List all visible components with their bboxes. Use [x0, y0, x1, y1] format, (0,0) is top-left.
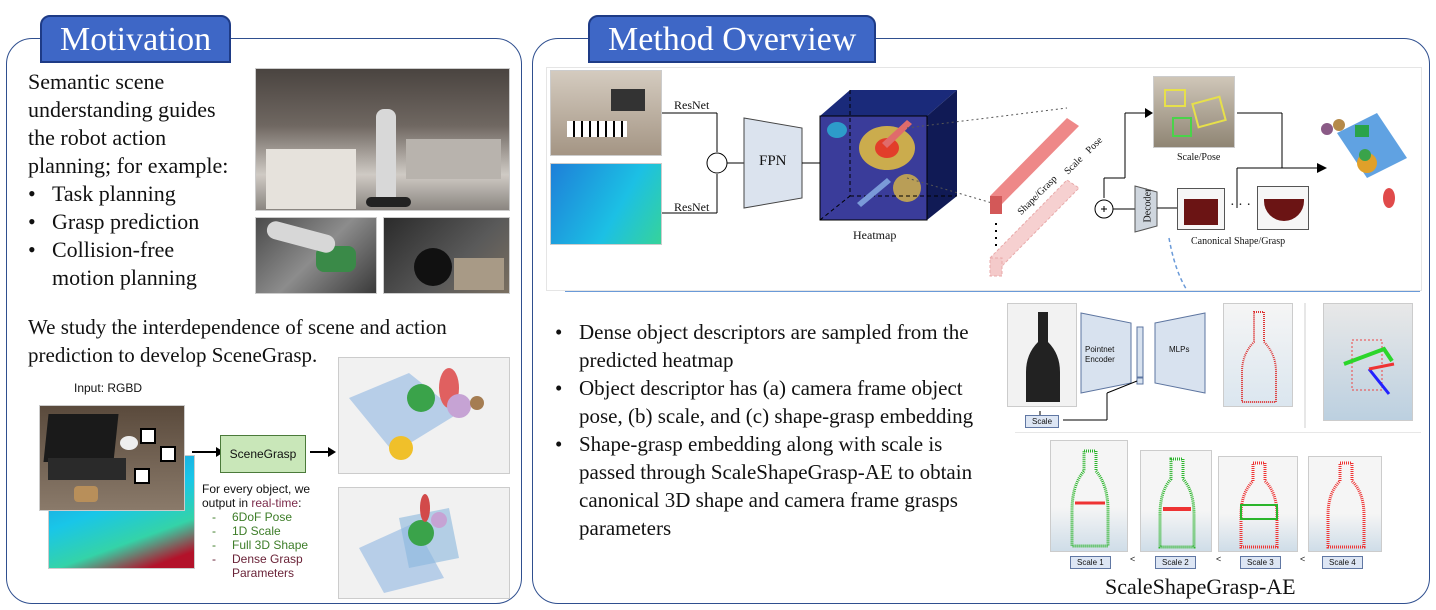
rgb-image: [39, 405, 185, 511]
bullet-item: Collision-free motion planning: [28, 236, 228, 292]
scale-input-tag: Scale: [1025, 415, 1060, 428]
output-item: -1D Scale: [212, 524, 281, 538]
bullet-continuation: motion planning: [52, 265, 197, 290]
kitchen-robot-photo: [255, 68, 510, 211]
scale-2-tag: Scale 2: [1155, 556, 1196, 569]
intro-line: planning; for example:: [28, 153, 229, 178]
scale-pose-image: [1153, 76, 1235, 148]
canonical-dots: · · ·: [1230, 198, 1251, 213]
scale-variations: Scale 1 < Scale 2 < Scale 3 < Scale 4: [1050, 440, 1390, 575]
scale-variant-3: [1218, 456, 1298, 552]
heatmap-label: Heatmap: [853, 228, 897, 242]
scale-4-tag: Scale 4: [1322, 556, 1363, 569]
encoder-label: Pointnet Encoder: [1085, 345, 1115, 364]
scale-variant-1: [1050, 440, 1128, 552]
lt-sign: <: [1300, 554, 1306, 564]
pointcloud-render-bottom: [338, 487, 510, 599]
input-depth: [550, 163, 662, 245]
method-title: Method Overview: [588, 15, 877, 63]
intro-line: Semantic scene: [28, 69, 165, 94]
pointcloud-render-top: [338, 357, 510, 474]
pipeline-arrows: [192, 447, 336, 457]
scale-variant-2: [1140, 450, 1212, 552]
method-diagram: ResNet ResNet FPN Heatmap Shape/Grasp Sc…: [547, 68, 1421, 290]
method-bullet: Shape-grasp embedding along with scale i…: [555, 430, 985, 542]
grasp-pose-image: [1323, 303, 1413, 421]
output-intro-line-2: output in real-time:: [202, 496, 312, 510]
ae-connectors: [1015, 303, 1421, 433]
motivation-title: Motivation: [40, 15, 232, 63]
output-item: -Dense Grasp Parameters: [212, 552, 303, 580]
input-rgb: [550, 70, 662, 156]
output-pointcloud: [1321, 113, 1407, 208]
method-bullet: Dense object descriptors are sampled fro…: [555, 318, 985, 374]
motivation-bullets: Task planning Grasp prediction Collision…: [28, 180, 228, 292]
bullet-item: Grasp prediction: [28, 208, 228, 236]
ae-caption: ScaleShapeGrasp-AE: [1105, 574, 1296, 599]
motivation-intro: Semantic scene understanding guides the …: [28, 68, 228, 292]
canonical-shape-2: [1257, 186, 1309, 230]
output-intro-line: For every object, we: [202, 482, 311, 496]
bullet-item: Task planning: [28, 180, 228, 208]
canonical-shape-1: [1177, 188, 1225, 230]
dishwasher-photo: [255, 217, 377, 294]
mlps-label: MLPs: [1169, 345, 1190, 354]
scale-variant-4: [1308, 456, 1382, 552]
resnet-bottom-label: ResNet: [674, 200, 710, 214]
bullet-text: Collision-free: [52, 237, 175, 262]
study-text: We study the interdependence of scene an…: [28, 315, 447, 367]
output-item: -6DoF Pose: [212, 510, 293, 524]
method-divider: [565, 291, 1420, 292]
method-bullets: Dense object descriptors are sampled fro…: [555, 318, 985, 542]
realtime-word: real-time: [251, 496, 299, 510]
lt-sign: <: [1130, 554, 1136, 564]
method-bullet: Object descriptor has (a) camera frame o…: [555, 374, 985, 430]
output-item: -Full 3D Shape: [212, 538, 309, 552]
bottle-red: [1223, 303, 1293, 407]
scale-pose-label: Scale/Pose: [1177, 152, 1221, 163]
intro-line: the robot action: [28, 125, 167, 150]
fpn-label: FPN: [759, 153, 787, 169]
robot-arm-photo: [383, 217, 510, 294]
decoder-label: Decoder: [1142, 188, 1154, 223]
input-label: Input: RGBD: [74, 381, 143, 395]
scale-3-tag: Scale 3: [1240, 556, 1281, 569]
lt-sign: <: [1216, 554, 1222, 564]
scale-1-tag: Scale 1: [1070, 556, 1111, 569]
output-list: For every object, we output in real-time…: [202, 482, 312, 580]
scenegrasp-box: SceneGrasp: [220, 435, 306, 473]
resnet-top-label: ResNet: [674, 98, 710, 112]
intro-line: understanding guides: [28, 97, 216, 122]
output-intro-text: output in: [202, 496, 252, 510]
bottle-black: [1007, 303, 1077, 407]
canonical-label: Canonical Shape/Grasp: [1191, 236, 1286, 247]
diagram-connectors: [662, 90, 1327, 290]
ae-diagram: Pointnet Encoder MLPs Scale: [1005, 303, 1421, 433]
realtime-colon: :: [298, 496, 302, 510]
